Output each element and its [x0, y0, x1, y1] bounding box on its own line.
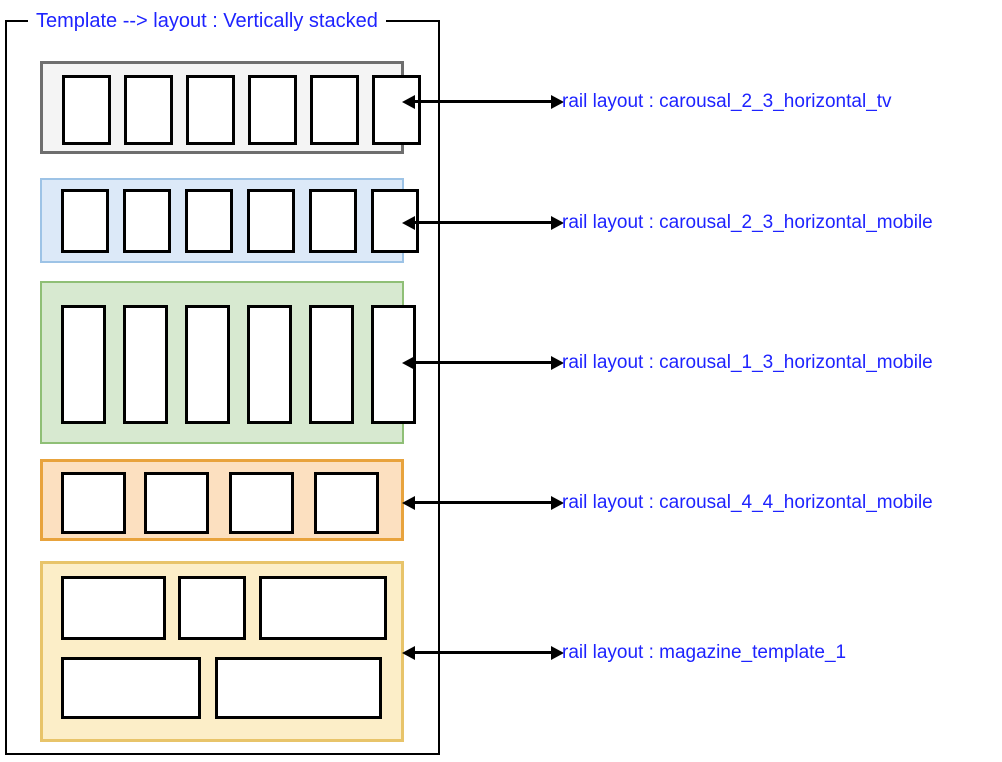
rail-card[interactable] [123, 189, 171, 253]
arrowhead-right-icon [551, 215, 564, 230]
arrowhead-left-icon [402, 215, 415, 230]
rail-card[interactable] [248, 75, 297, 145]
rail-label-1: rail layout : carousal_2_3_horizontal_tv [562, 91, 892, 113]
rail-card[interactable] [310, 75, 359, 145]
rail-card[interactable] [186, 75, 235, 145]
arrowhead-right-icon [551, 495, 564, 510]
rail-carousal-1-3-horizontal-mobile[interactable] [40, 281, 416, 444]
rail-label-2: rail layout : carousal_2_3_horizontal_mo… [562, 212, 933, 234]
connector-arrow-rail-4 [402, 495, 564, 510]
rail-label-value: carousal_2_3_horizontal_tv [659, 91, 892, 112]
template-title: Template --> layout : Vertically stacked [28, 8, 386, 34]
arrowhead-right-icon [551, 645, 564, 660]
rail-label-3: rail layout : carousal_1_3_horizontal_mo… [562, 352, 933, 374]
rail-label-prefix: rail layout : [562, 212, 660, 233]
rail-label-prefix: rail layout : [562, 492, 660, 513]
rail-card[interactable] [185, 189, 233, 253]
rail-card-track [43, 64, 421, 151]
rail-card-track [43, 462, 401, 538]
arrowhead-left-icon [402, 94, 415, 109]
rail-card[interactable] [309, 305, 354, 424]
connector-arrow-rail-1 [402, 94, 564, 109]
rail-card[interactable] [185, 305, 230, 424]
rail-label-5: rail layout : magazine_template_1 [562, 642, 846, 664]
rail-label-prefix: rail layout : [562, 642, 660, 663]
rail-card[interactable] [144, 472, 209, 534]
rail-card[interactable] [61, 189, 109, 253]
rail-magazine-template-1[interactable] [40, 561, 404, 742]
rail-label-value: magazine_template_1 [659, 642, 847, 663]
rail-card[interactable] [229, 472, 294, 534]
rail-label-value: carousal_2_3_horizontal_mobile [659, 212, 933, 233]
arrowhead-right-icon [551, 355, 564, 370]
connector-arrow-rail-2 [402, 215, 564, 230]
rail-label-prefix: rail layout : [562, 352, 660, 373]
rail-card-track [42, 283, 416, 442]
arrowhead-left-icon [402, 495, 415, 510]
rail-card-track [42, 180, 419, 261]
rail-carousal-2-3-horizontal-tv[interactable] [40, 61, 421, 154]
rail-label-prefix: rail layout : [562, 91, 660, 112]
rail-label-value: carousal_1_3_horizontal_mobile [659, 352, 933, 373]
rail-card[interactable] [62, 75, 111, 145]
rail-card[interactable] [247, 305, 292, 424]
rail-carousal-4-4-horizontal-mobile[interactable] [40, 459, 404, 541]
connector-arrow-rail-3 [402, 355, 564, 370]
rail-card[interactable] [247, 189, 295, 253]
rail-card[interactable] [309, 189, 357, 253]
rail-card[interactable] [124, 75, 173, 145]
rail-card[interactable] [123, 305, 168, 424]
arrowhead-left-icon [402, 355, 415, 370]
rail-card-clipped[interactable] [372, 75, 421, 145]
rail-card[interactable] [215, 657, 382, 719]
rail-label-4: rail layout : carousal_4_4_horizontal_mo… [562, 492, 933, 514]
arrowhead-left-icon [402, 645, 415, 660]
arrowhead-right-icon [551, 94, 564, 109]
rail-card[interactable] [259, 576, 387, 640]
rail-label-value: carousal_4_4_horizontal_mobile [659, 492, 933, 513]
rail-card-grid [43, 564, 401, 739]
rail-card[interactable] [314, 472, 379, 534]
rail-card[interactable] [61, 472, 126, 534]
rail-card[interactable] [61, 305, 106, 424]
rail-card[interactable] [61, 576, 166, 640]
connector-arrow-rail-5 [402, 645, 564, 660]
rail-carousal-2-3-horizontal-mobile[interactable] [40, 178, 419, 263]
rail-card[interactable] [61, 657, 201, 719]
rail-card[interactable] [178, 576, 246, 640]
